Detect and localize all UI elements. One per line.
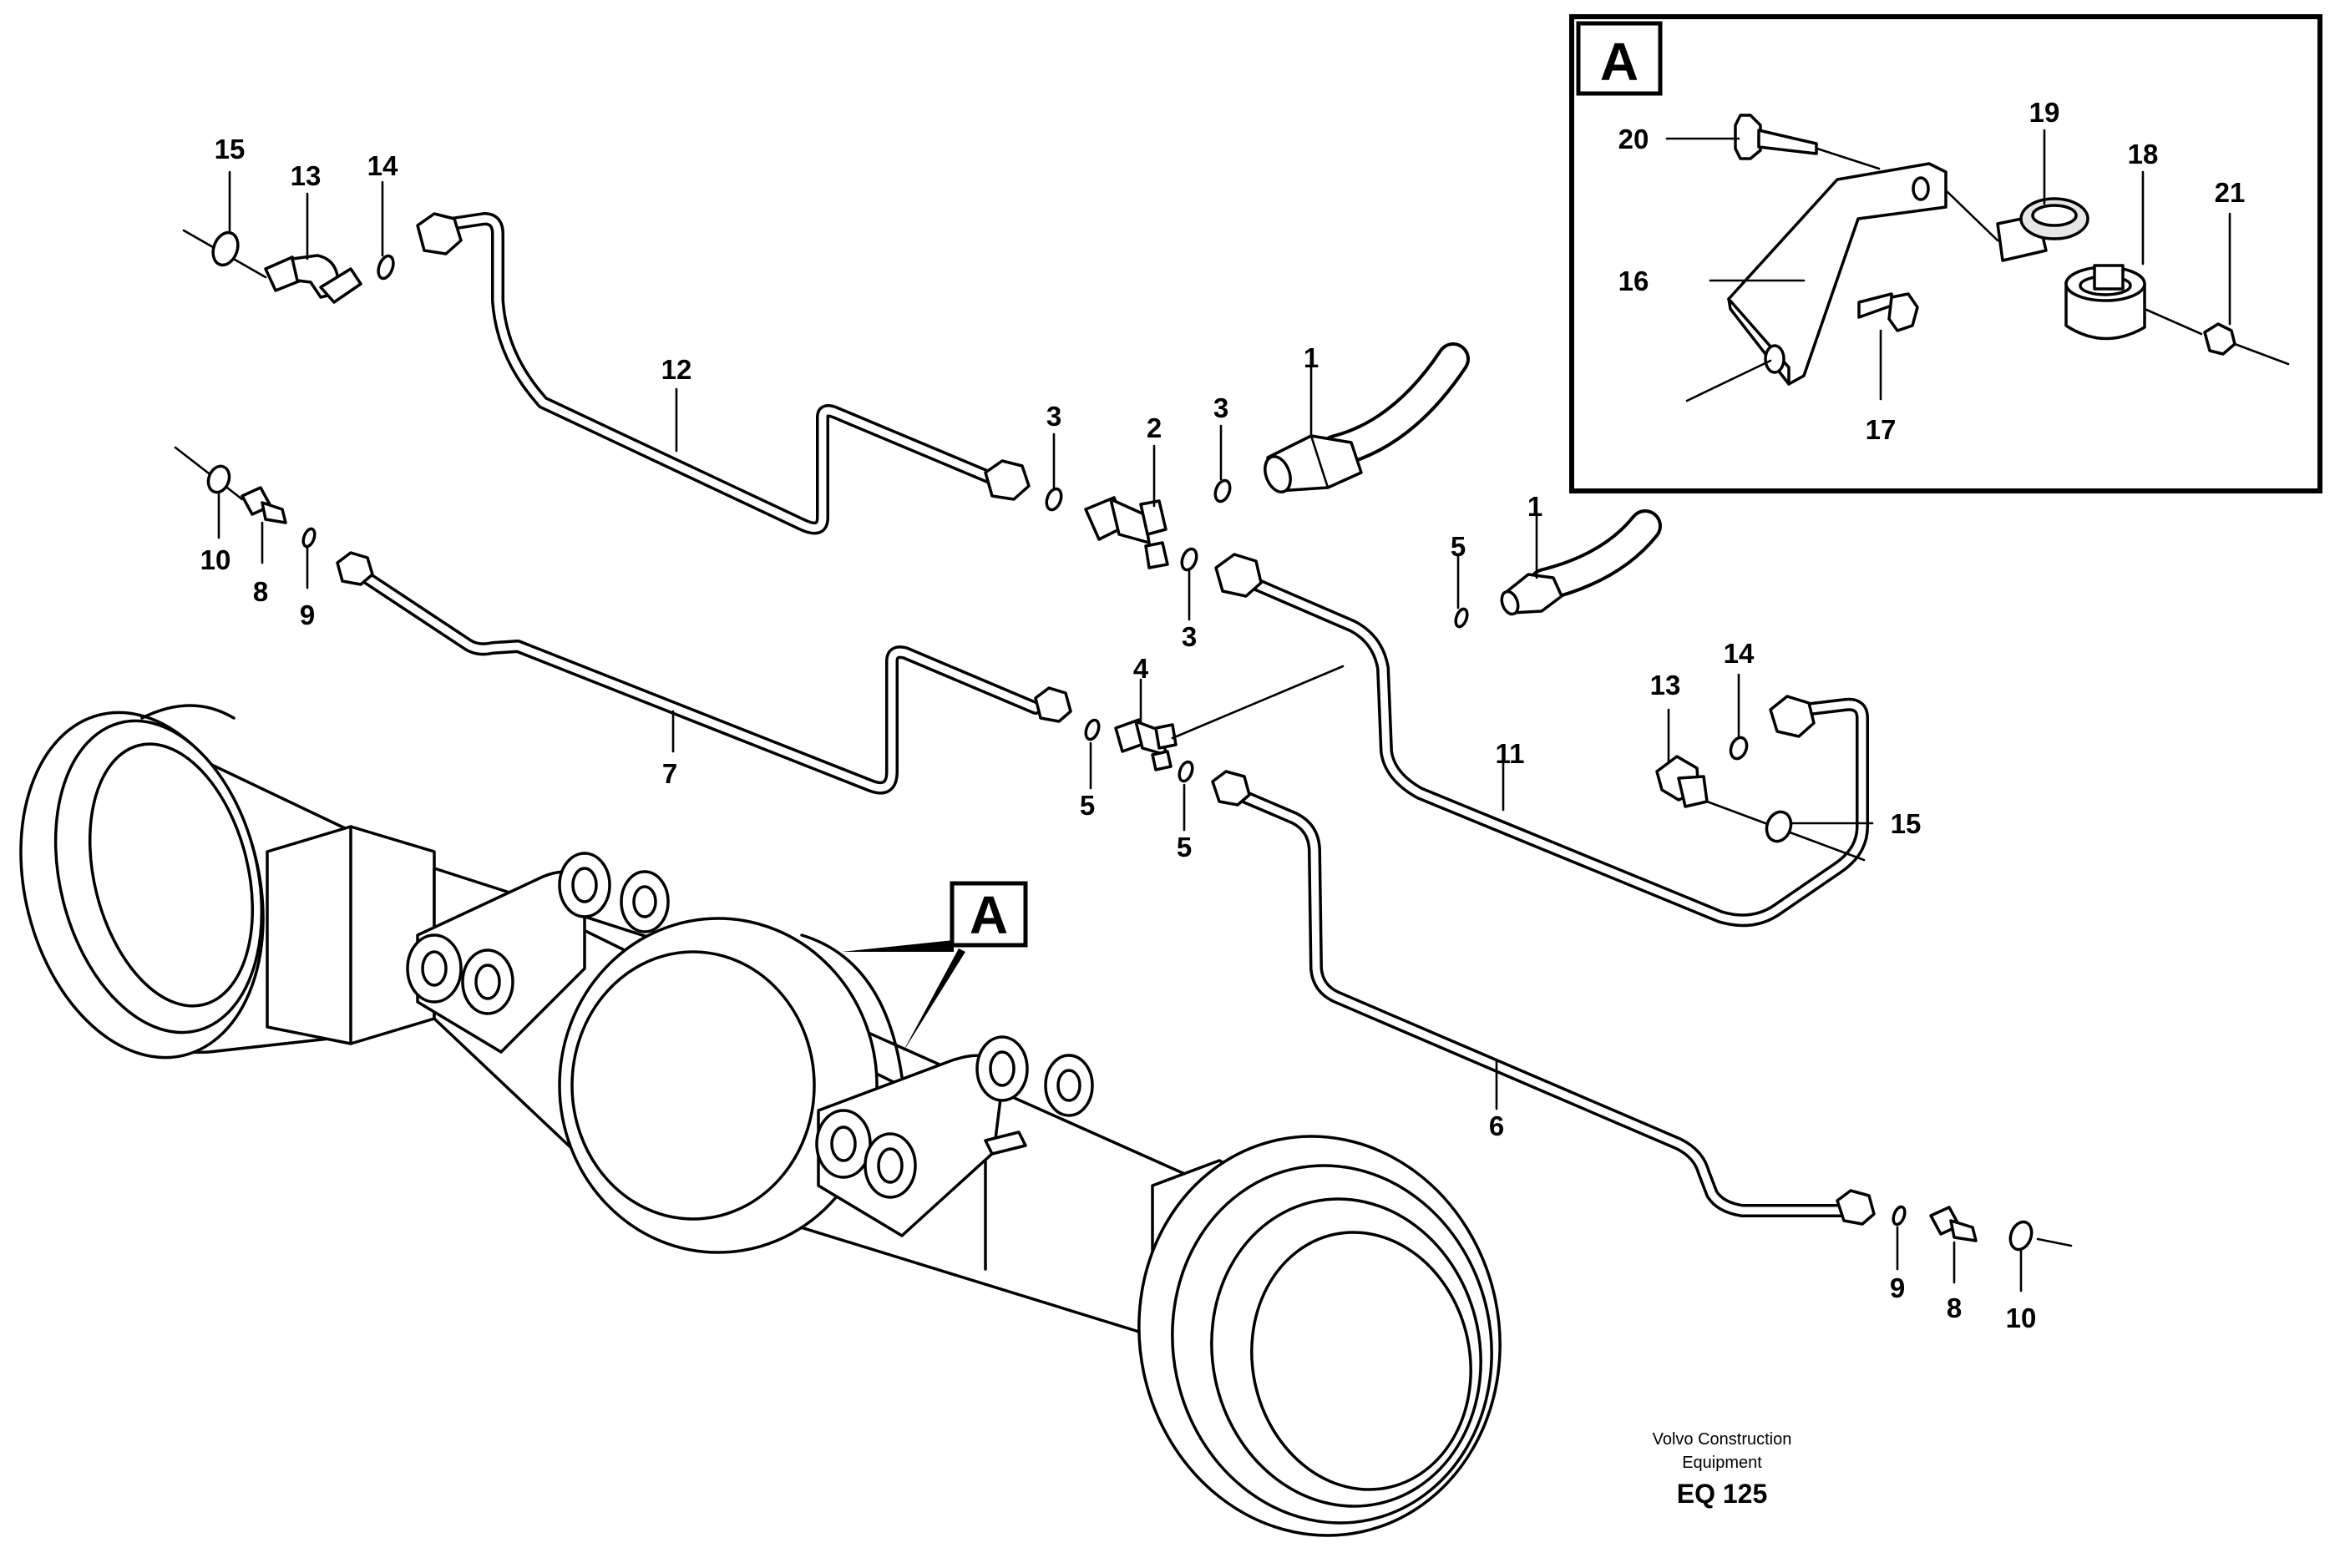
washer-9-right	[1892, 1205, 1907, 1227]
ring-10-right	[2008, 1220, 2034, 1252]
footer: Volvo Construction Equipment EQ 125	[1653, 1430, 1792, 1509]
tee-2	[1084, 496, 1169, 569]
callouts: 15 13 14 12 3 2 3 1 1 5 3 4 5 5 7 11 6 1…	[200, 97, 2246, 1333]
elbow-13-right	[1655, 755, 1866, 862]
callout-2: 2	[1147, 412, 1162, 443]
callout-9-right: 9	[1890, 1272, 1905, 1303]
washers	[206, 230, 2034, 1252]
view-marker-label: A	[970, 885, 1008, 945]
pipe-12	[416, 212, 1031, 535]
callout-1-lower: 1	[1527, 491, 1542, 522]
callout-5c: 5	[1177, 832, 1192, 862]
pipe-11	[1214, 553, 1869, 928]
washer-14-right	[1729, 736, 1749, 761]
nut-21	[2203, 322, 2290, 366]
callout-20: 20	[1618, 124, 1649, 154]
washer-5a	[1454, 607, 1469, 629]
washer-3a	[1045, 487, 1063, 512]
ring-10-left	[206, 464, 231, 494]
detail-a-label: A	[1600, 32, 1639, 92]
callout-3c: 3	[1182, 621, 1197, 652]
callout-6: 6	[1489, 1110, 1504, 1141]
washer-3b	[1213, 478, 1232, 503]
washer-3c	[1180, 547, 1198, 572]
washer-5c	[1178, 760, 1194, 783]
callout-10-left: 10	[200, 544, 231, 575]
callout-7: 7	[662, 758, 677, 789]
ring-15-right	[1765, 810, 1793, 843]
callout-1-upper: 1	[1304, 342, 1319, 373]
callout-8-left: 8	[253, 576, 268, 607]
callout-13-right: 13	[1650, 670, 1681, 701]
callout-19: 19	[2029, 97, 2060, 128]
callout-15-right: 15	[1891, 808, 1922, 839]
callout-3a: 3	[1046, 401, 1061, 432]
bracket	[1685, 162, 1948, 402]
hose-upper	[1264, 342, 1470, 493]
tee-4	[1114, 665, 1345, 771]
pipe-6	[1211, 770, 1876, 1226]
callout-10-right: 10	[2006, 1302, 2037, 1333]
callout-14-left: 14	[367, 150, 398, 181]
leader-lines	[217, 129, 2231, 1292]
callout-11: 11	[1496, 738, 1525, 769]
nipple-8-left	[174, 446, 287, 524]
callout-18: 18	[2128, 139, 2159, 169]
callout-3b: 3	[1213, 392, 1228, 423]
brand-line-1: Volvo Construction	[1653, 1430, 1792, 1449]
brand-line-2: Equipment	[1682, 1454, 1762, 1472]
callout-15-left: 15	[215, 134, 246, 164]
axle	[19, 704, 1502, 1537]
clamp-half-18	[2064, 264, 2203, 341]
callout-13-left: 13	[291, 160, 322, 191]
callout-4: 4	[1133, 653, 1149, 684]
hose-lower	[1500, 509, 1662, 616]
callout-9-left: 9	[300, 599, 315, 630]
elbow-13-left	[182, 229, 362, 304]
callout-12: 12	[661, 354, 692, 385]
clamp-19	[1944, 189, 2089, 262]
callout-8-right: 8	[1947, 1292, 1962, 1323]
screw-20	[1734, 114, 1881, 170]
pipe-7	[336, 551, 1072, 795]
callout-5b: 5	[1080, 790, 1095, 821]
washer-5b	[1084, 718, 1101, 741]
washer-14-left	[377, 254, 395, 281]
view-marker-a: A	[842, 881, 1028, 1054]
callout-17: 17	[1866, 414, 1897, 445]
callout-14-right: 14	[1724, 638, 1755, 669]
callout-5a: 5	[1451, 531, 1466, 562]
callout-16: 16	[1618, 266, 1649, 296]
figure-code: EQ 125	[1677, 1479, 1768, 1509]
screw-17	[1857, 292, 1919, 332]
detail-a-box: A	[1569, 14, 2322, 493]
washer-9-left	[301, 527, 317, 549]
ring-15-left	[211, 230, 240, 267]
callout-21: 21	[2215, 177, 2246, 208]
nipple-8-right	[1929, 1206, 2073, 1247]
